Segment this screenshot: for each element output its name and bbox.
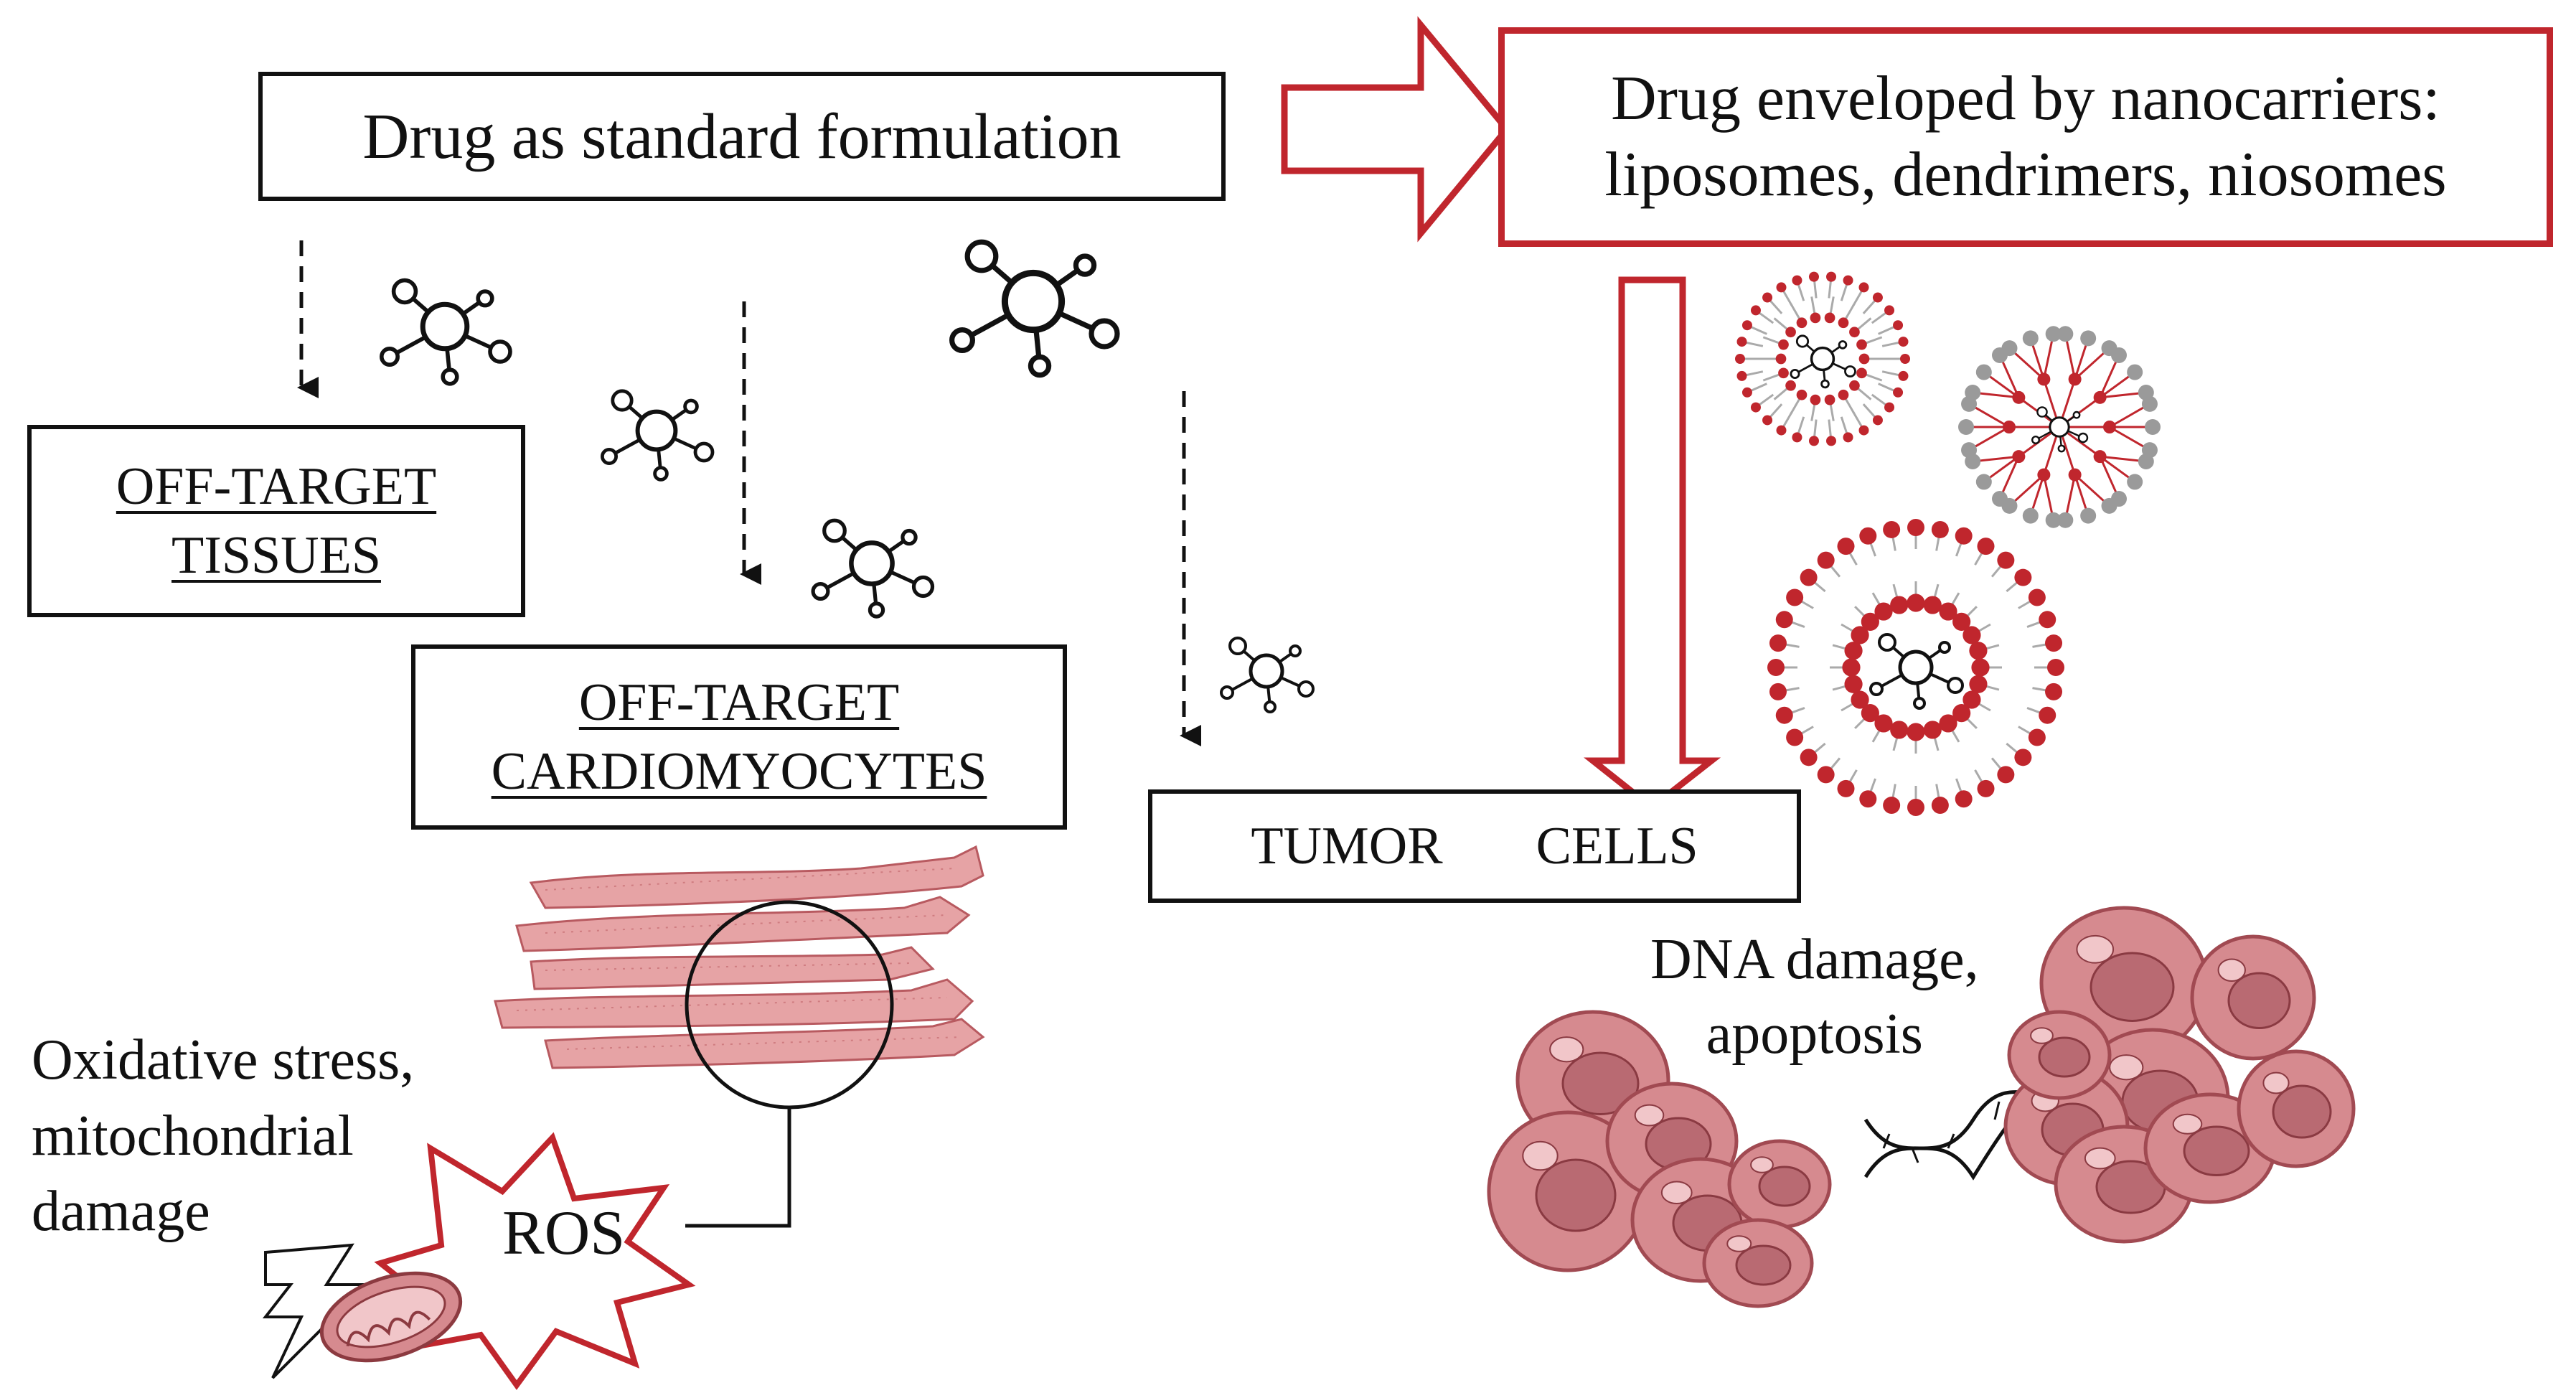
cells-word: CELLS [1536,816,1698,876]
off-target-tissues-line1: OFF-TARGET [116,456,437,516]
oxidative-line1: Oxidative stress, [32,1028,415,1092]
drug-molecule-icon [952,242,1117,375]
off-target-tissues-line2: TISSUES [171,526,381,585]
nanocarrier-line1: Drug enveloped by nanocarriers: [1611,64,2440,134]
tumor-word: TUMOR [1251,816,1443,876]
niosome-icon [1767,519,2064,816]
drug-molecule-icon [382,281,510,384]
big-right-arrow [1281,16,1511,243]
nanocarrier-line2: liposomes, dendrimers, niosomes [1604,140,2447,210]
lightning-icon [262,1243,370,1379]
standard-formulation-label: Drug as standard formulation [362,100,1122,172]
cardiomyocyte-fibers [494,845,985,1069]
off-target-cardio-box: OFF-TARGET CARDIOMYOCYTES [411,644,1067,830]
nanocarrier-box: Drug enveloped by nanocarriers: liposome… [1498,27,2553,247]
drug-molecule-icon [602,391,713,480]
drug-molecule-icon [1221,638,1313,712]
off-target-cardio-line2: CARDIOMYOCYTES [491,742,987,801]
oxidative-caption: Oxidative stress, mitochondrial damage [32,1023,414,1250]
tumor-cell-cluster [1487,906,2356,1308]
dendrimer-icon [1958,326,2161,528]
dna-caption: DNA damage, apoptosis [1650,922,1979,1071]
liposome-icon [1735,271,1910,446]
oxidative-line2: mitochondrial [32,1104,354,1168]
mitochondrion-icon [319,1271,463,1363]
dna-line2: apoptosis [1706,1003,1923,1066]
off-target-tissues-box: OFF-TARGET TISSUES [27,425,525,617]
tumor-cells-box: TUMOR CELLS [1148,789,1801,903]
drug-molecule-icon [813,520,932,616]
zoom-connector [685,1107,791,1228]
dna-line1: DNA damage, [1650,928,1979,991]
standard-formulation-box: Drug as standard formulation [258,72,1226,201]
ros-label: ROS [502,1199,626,1268]
big-down-arrow [1584,276,1721,812]
oxidative-line3: damage [32,1180,210,1244]
off-target-cardio-line1: OFF-TARGET [578,672,900,732]
